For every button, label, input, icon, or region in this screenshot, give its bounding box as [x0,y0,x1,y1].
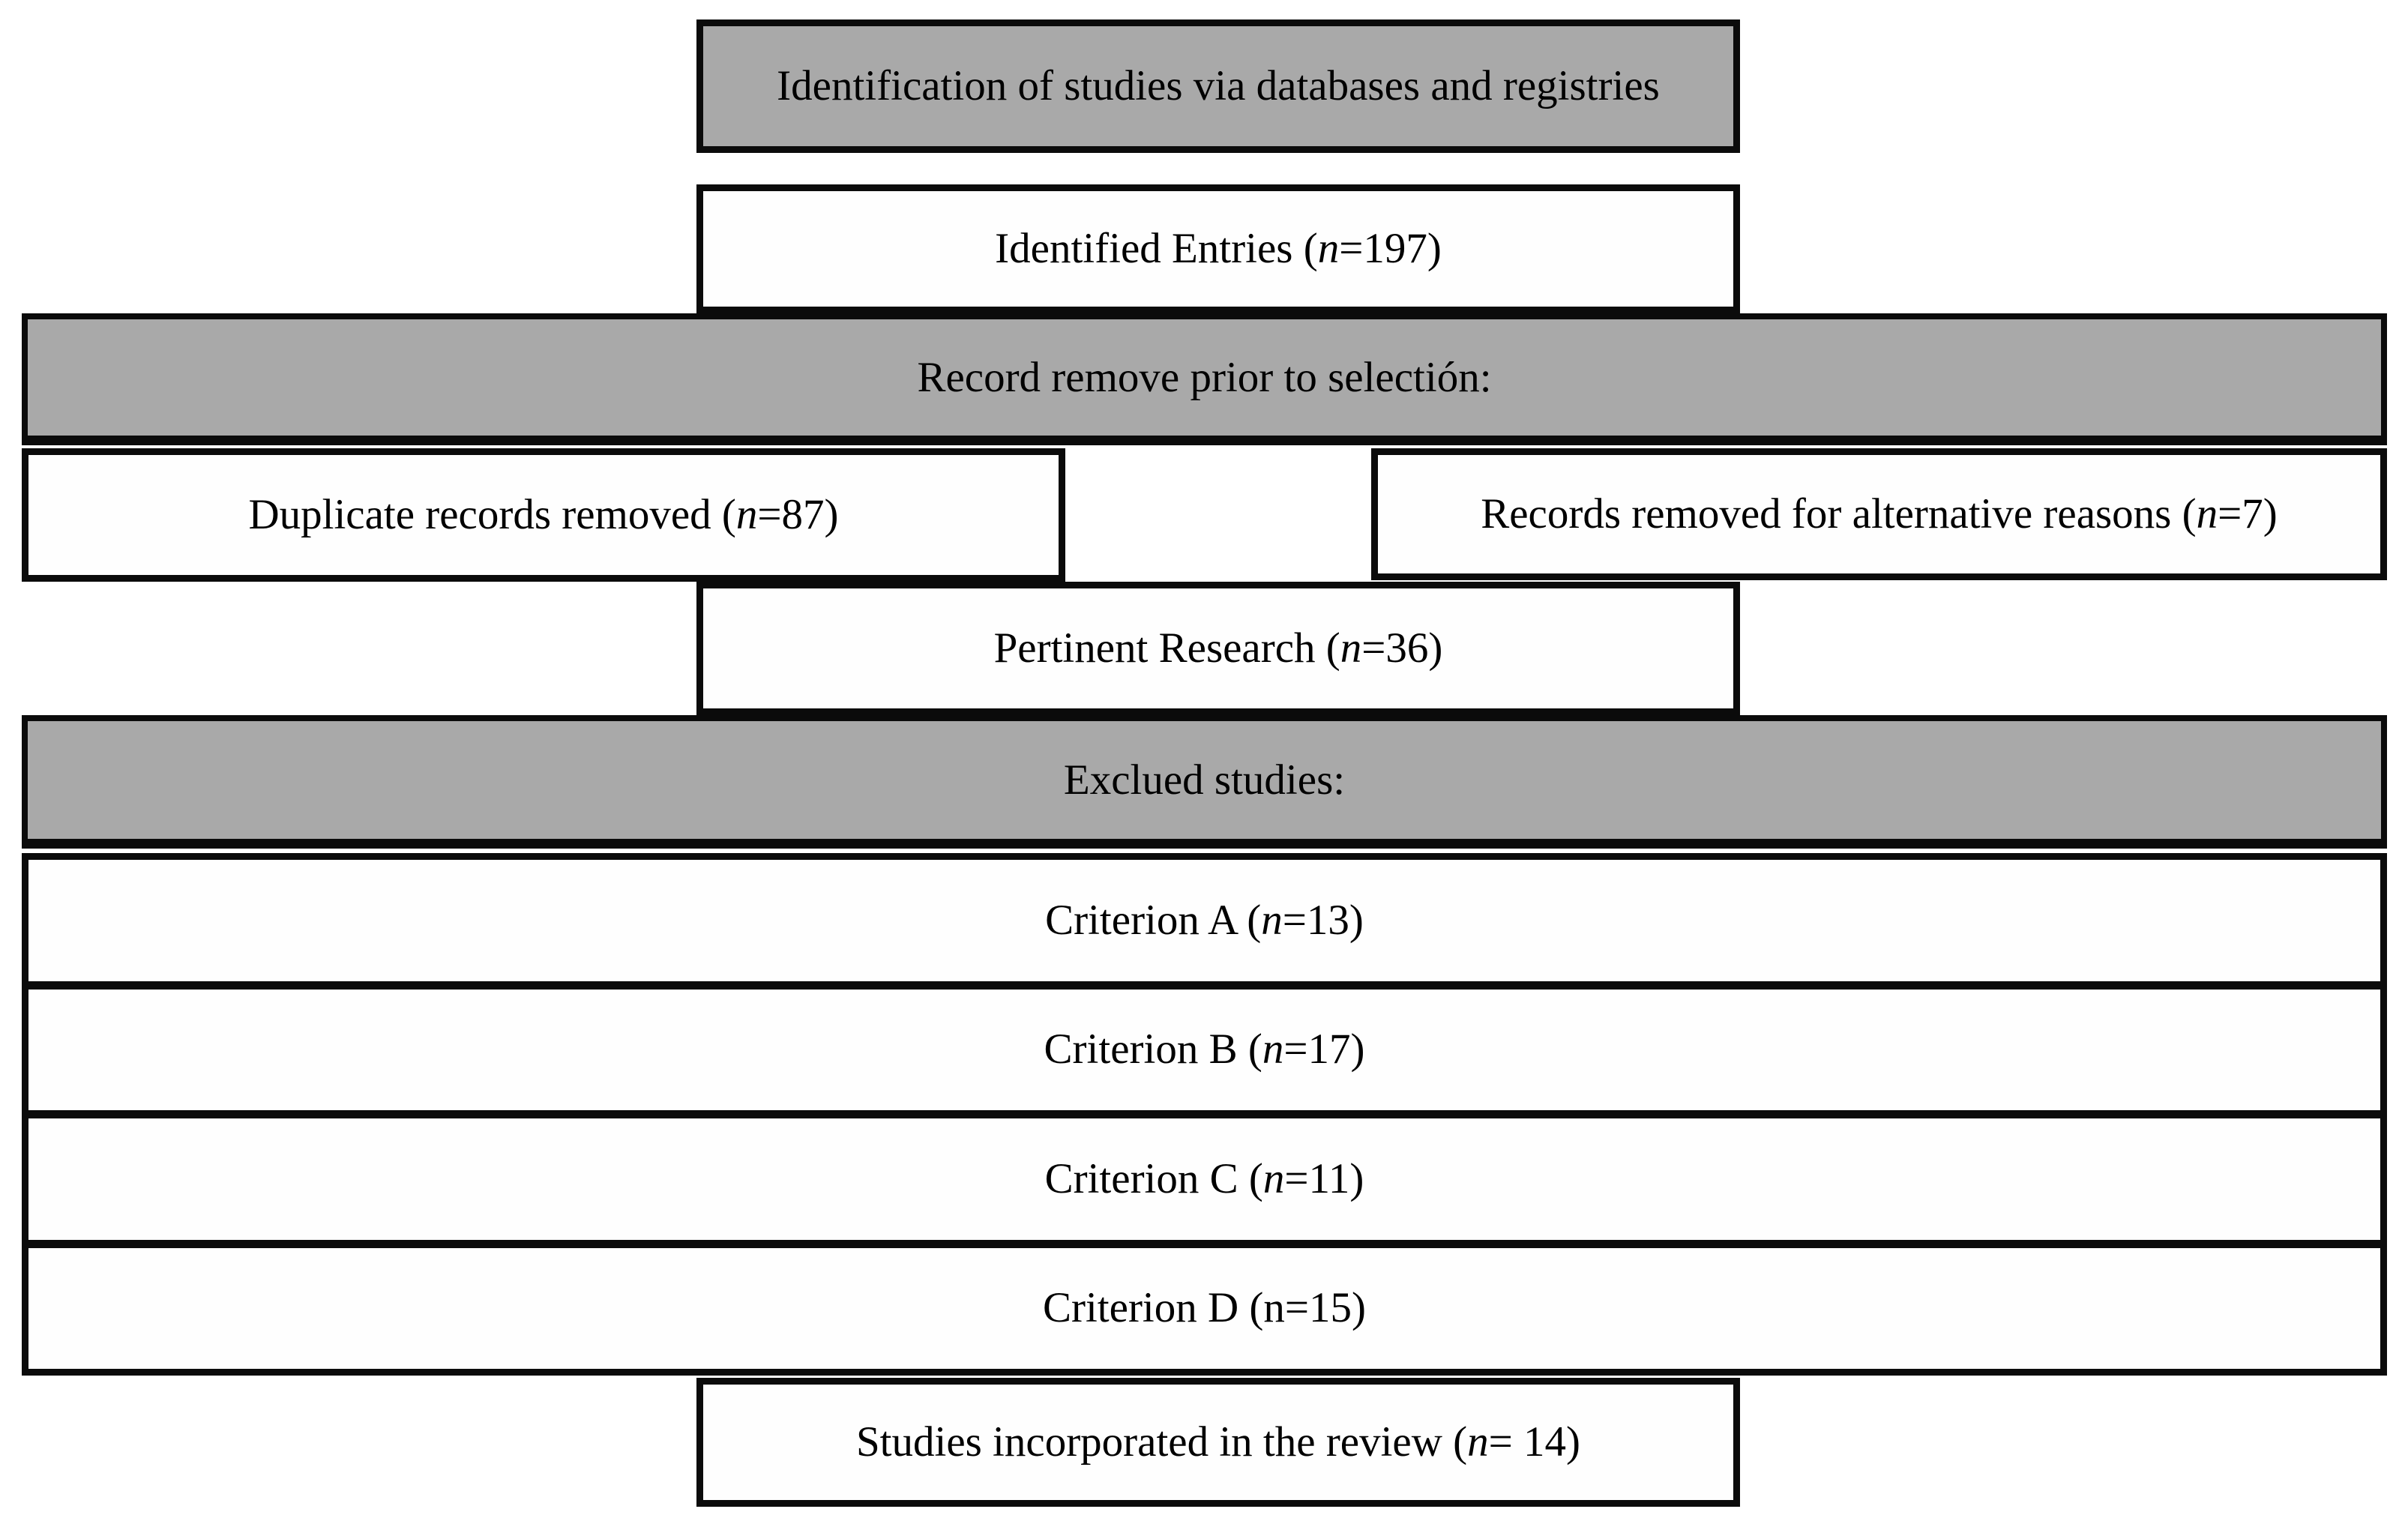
criterion-b-label: Criterion B (n=17) [1044,1025,1365,1073]
excluded-studies-header-band: Exclued studies: [22,715,2387,849]
identification-header-box: Identification of studies via databases … [696,19,1740,153]
criterion-c-label: Criterion C (n=11) [1044,1154,1364,1202]
criterion-c-row: Criterion C (n=11) [28,1110,2380,1240]
duplicate-records-label: Duplicate records removed (n=87) [248,491,839,539]
records-removed-header-label: Record remove prior to selectión: [917,353,1492,401]
criterion-d-row: Criterion D (n=15) [28,1239,2380,1370]
studies-incorporated-label: Studies incorporated in the review (n= 1… [855,1418,1581,1466]
criterion-a-row: Criterion A (n=13) [28,860,2380,981]
excluded-studies-header-label: Exclued studies: [1063,756,1346,804]
identified-entries-box: Identified Entries (n=197) [696,184,1740,313]
identified-entries-label: Identified Entries (n=197) [995,225,1442,273]
identification-header-label: Identification of studies via databases … [777,62,1660,110]
alternative-reasons-label: Records removed for alternative reasons … [1481,490,2278,538]
studies-incorporated-box: Studies incorporated in the review (n= 1… [696,1378,1740,1507]
pertinent-research-box: Pertinent Research (n=36) [696,582,1740,715]
criteria-rows: Criterion A (n=13) Criterion B (n=17) Cr… [22,853,2387,1376]
criterion-b-row: Criterion B (n=17) [28,981,2380,1111]
duplicate-records-box: Duplicate records removed (n=87) [22,448,1065,582]
pertinent-research-label: Pertinent Research (n=36) [993,624,1443,672]
criterion-d-label: Criterion D (n=15) [1042,1284,1367,1332]
records-removed-header-band: Record remove prior to selectión: [22,313,2387,445]
alternative-reasons-box: Records removed for alternative reasons … [1371,448,2387,580]
criterion-a-label: Criterion A (n=13) [1045,896,1364,944]
